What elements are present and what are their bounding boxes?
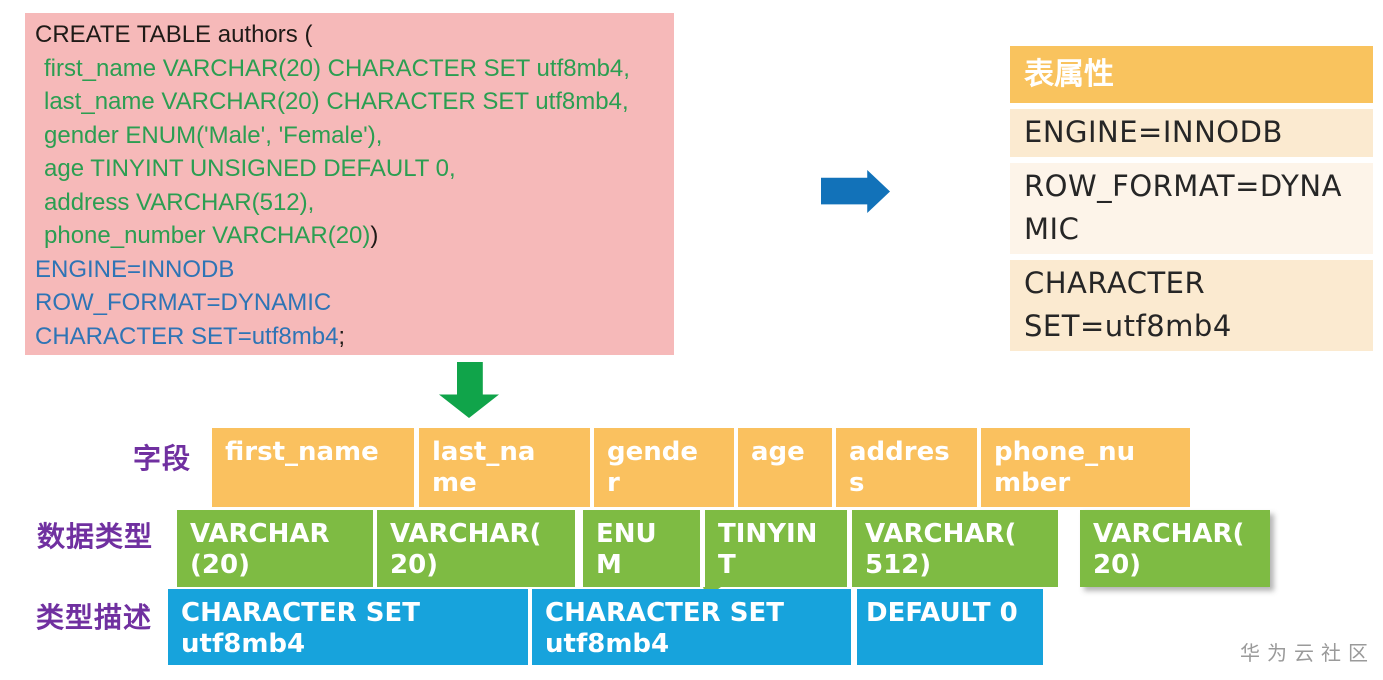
sql-column-line: first_name VARCHAR(20) CHARACTER SET utf… <box>44 54 630 82</box>
type-block: ENU M <box>583 510 700 587</box>
sql-option-line: CHARACTER SET=utf8mb4; <box>35 320 674 354</box>
field-block: gende r <box>594 428 734 507</box>
huawei-cloud-watermark: 华为云社区 <box>1240 641 1375 665</box>
field-block: phone_nu mber <box>981 428 1190 507</box>
sql-option-text: CHARACTER SET=utf8mb4 <box>35 322 339 350</box>
descs-row-label: 类型描述 <box>36 601 153 634</box>
field-block: first_name <box>212 428 414 507</box>
field-block: last_na me <box>419 428 590 507</box>
desc-block: CHARACTER SET utf8mb4 <box>168 589 528 665</box>
type-block: TINYIN T <box>705 510 847 587</box>
sql-column-text: phone_number VARCHAR(20) <box>44 222 371 249</box>
sql-column-line: phone_number VARCHAR(20)) <box>35 219 674 253</box>
sql-option-line: ROW_FORMAT=DYNAMIC <box>35 289 332 316</box>
desc-block: DEFAULT 0 <box>857 589 1043 665</box>
sql-semicolon: ; <box>338 322 346 350</box>
sql-create-line: CREATE TABLE authors ( <box>35 21 313 48</box>
type-block: VARCHAR( 20) <box>377 510 575 587</box>
desc-block: CHARACTER SET utf8mb4 <box>532 589 851 665</box>
sql-column-line: age TINYINT UNSIGNED DEFAULT 0, <box>44 155 456 182</box>
type-block: VARCHAR (20) <box>177 510 373 587</box>
sql-code-box: CREATE TABLE authors ( first_name VARCHA… <box>25 13 674 355</box>
right-arrow-icon <box>821 170 890 213</box>
field-block: age <box>738 428 832 507</box>
table-attribute-row: ENGINE=INNODB <box>1010 109 1373 157</box>
field-block: addres s <box>836 428 977 507</box>
type-block: VARCHAR( 20) <box>1080 510 1270 587</box>
table-attributes-panel: 表属性 ENGINE=INNODB ROW_FORMAT=DYNA MIC CH… <box>1010 46 1373 357</box>
sql-column-line: gender ENUM('Male', 'Female'), <box>44 121 383 149</box>
fields-row-label: 字段 <box>133 442 192 475</box>
table-attribute-row: ROW_FORMAT=DYNA MIC <box>1010 163 1373 254</box>
sql-close-paren: ) <box>370 222 379 249</box>
types-row-label: 数据类型 <box>37 520 154 553</box>
sql-column-line: address VARCHAR(512), <box>44 188 315 216</box>
down-arrow-icon <box>439 362 499 418</box>
table-attributes-header: 表属性 <box>1010 46 1373 103</box>
sql-option-line: ENGINE=INNODB <box>35 255 235 283</box>
table-attribute-row: CHARACTER SET=utf8mb4 <box>1010 260 1373 351</box>
sql-column-line: last_name VARCHAR(20) CHARACTER SET utf8… <box>44 88 629 115</box>
type-block: VARCHAR( 512) <box>852 510 1058 587</box>
